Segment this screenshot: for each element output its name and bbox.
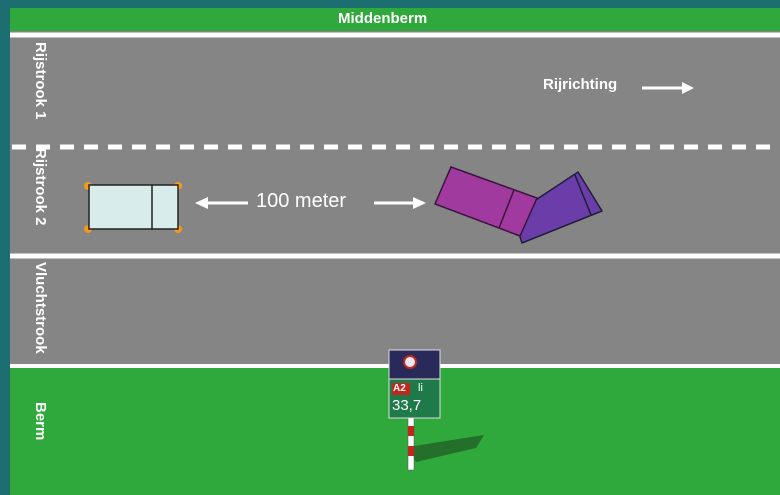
distance-arrow-right xyxy=(374,197,426,209)
median-label: Middenberm xyxy=(338,9,427,29)
direction-arrow xyxy=(642,82,694,94)
sign-road-number: A2 xyxy=(393,383,406,395)
sign-post xyxy=(408,418,414,470)
sign-km: 33,7 xyxy=(392,397,421,415)
direction-label: Rijrichting xyxy=(543,76,617,93)
lane2-label: Rijstrook 2 xyxy=(32,148,49,226)
emergency-lane-label: Vluchtstrook xyxy=(32,262,49,354)
wreck-vehicle-1 xyxy=(435,167,537,236)
distance-arrow-left xyxy=(195,197,248,209)
sign-side: li xyxy=(418,382,423,394)
distance-label: 100 meter xyxy=(256,190,346,213)
verge-label: Berm xyxy=(32,402,49,440)
lane1-label: Rijstrook 1 xyxy=(32,42,49,120)
no-stopping-icon xyxy=(404,356,416,368)
stationary-car xyxy=(84,182,182,233)
